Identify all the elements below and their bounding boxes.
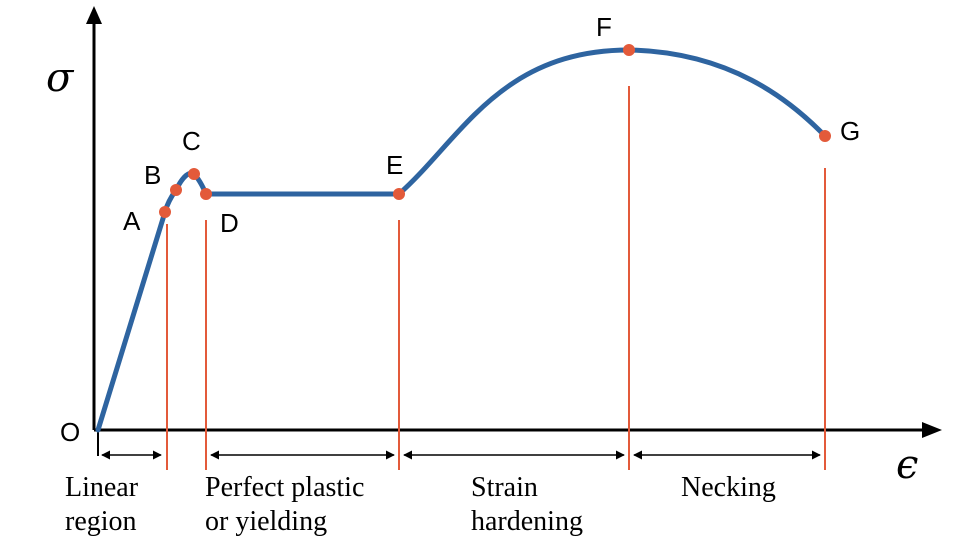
x-axis-symbol: ϵ <box>896 442 918 488</box>
origin-label: O <box>60 417 80 447</box>
point-b-label: B <box>144 160 161 190</box>
point-a-label: A <box>123 206 141 236</box>
necking-region-label: Necking <box>681 472 776 503</box>
point-c-marker <box>188 168 200 180</box>
hardening-region-label-2: hardening <box>471 506 583 537</box>
point-f-label: F <box>596 12 612 42</box>
linear-region-label-2: region <box>65 506 137 537</box>
hardening-region-label-1: Strain <box>471 472 538 503</box>
y-axis-arrowhead <box>86 6 102 24</box>
x-axis-arrowhead <box>922 422 942 438</box>
y-axis-symbol: σ <box>46 55 75 101</box>
plastic-region-label-1: Perfect plastic <box>205 472 364 503</box>
plastic-region-label-2: or yielding <box>205 506 327 537</box>
point-d-label: D <box>220 208 239 238</box>
linear-region-label-1: Linear <box>65 472 139 503</box>
point-f-marker <box>623 44 635 56</box>
stress-strain-curve <box>95 47 828 433</box>
point-g-label: G <box>840 116 860 146</box>
point-g-marker <box>819 130 831 142</box>
point-e-marker <box>393 188 405 200</box>
point-c-label: C <box>182 126 201 156</box>
point-e-label: E <box>386 150 403 180</box>
point-a-marker <box>159 206 171 218</box>
point-b-marker <box>170 184 182 196</box>
point-d-marker <box>200 188 212 200</box>
